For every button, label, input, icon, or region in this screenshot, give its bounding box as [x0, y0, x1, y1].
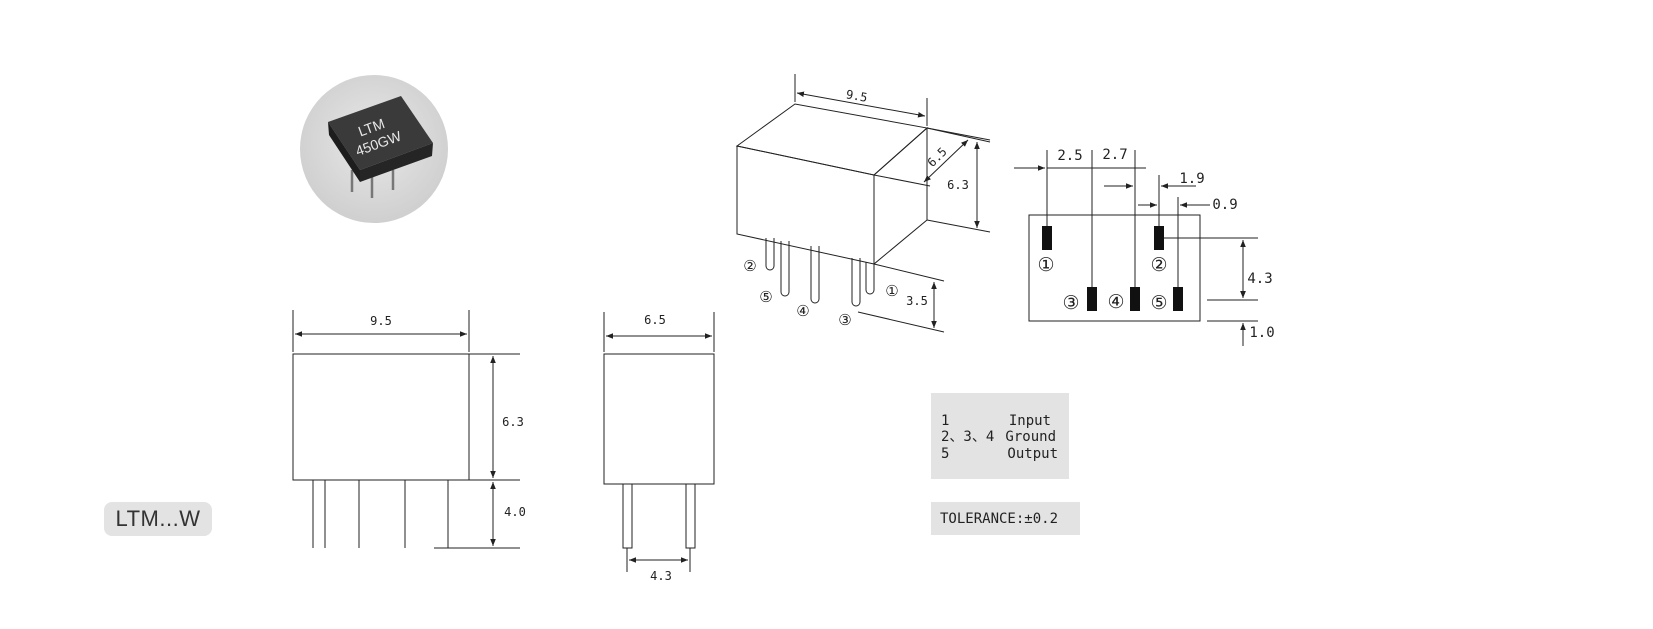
footprint-diagram [1014, 150, 1258, 346]
footprint-pin-marker-4: ④ [1107, 291, 1124, 313]
tolerance-box: TOLERANCE:±0.2 [931, 502, 1080, 535]
iso-pin-marker-3: ③ [838, 311, 851, 329]
iso-pin-marker-5: ⑤ [759, 288, 772, 306]
footprint-dim-a: 2.5 [1057, 148, 1082, 164]
pin-row-2-name: Ground [1005, 429, 1056, 445]
iso-length-label: 9.5 [845, 87, 869, 105]
series-tag: LTM...W [104, 502, 212, 536]
pin-row-3-name: Output [1007, 446, 1058, 462]
side-view [603, 312, 715, 572]
footprint-pin-marker-1: ① [1037, 254, 1054, 276]
iso-pin-marker-1: ① [885, 282, 898, 300]
front-width-label: 9.5 [370, 314, 392, 328]
pin-row-3-pin: 5 [941, 446, 949, 462]
iso-pin-marker-4: ④ [796, 302, 809, 320]
side-pin-spacing-label: 4.3 [650, 569, 672, 583]
front-height-label: 6.3 [502, 415, 524, 429]
product-photo: LTM 450GW [300, 75, 448, 223]
pin-row-1-pin: 1 [941, 413, 949, 429]
side-width-label: 6.5 [644, 313, 666, 327]
iso-height-label: 6.3 [947, 178, 969, 192]
footprint-dim-b: 2.7 [1102, 147, 1127, 163]
front-view [292, 310, 520, 549]
pin-row-1-name: Input [1009, 413, 1051, 429]
isometric-view [735, 74, 991, 333]
footprint-pin-marker-3: ③ [1062, 292, 1079, 314]
footprint-dim-c: 1.9 [1179, 171, 1204, 187]
front-pin-length-label: 4.0 [504, 505, 526, 519]
footprint-dim-e: 4.3 [1247, 271, 1272, 287]
tolerance-text: TOLERANCE:±0.2 [940, 511, 1058, 527]
pin-row-2-pin: 2、3、4 [941, 429, 994, 445]
iso-pin-marker-2: ② [743, 257, 756, 275]
footprint-dim-f: 1.0 [1249, 325, 1274, 341]
pin-function-table: 1 Input 2、3、4 Ground 5 Output [931, 393, 1069, 479]
iso-depth-label: 6.5 [925, 145, 950, 170]
footprint-dim-d: 0.9 [1212, 197, 1237, 213]
iso-pin-length-label: 3.5 [906, 294, 928, 308]
footprint-pin-marker-5: ⑤ [1150, 292, 1167, 314]
footprint-pin-marker-2: ② [1150, 254, 1167, 276]
